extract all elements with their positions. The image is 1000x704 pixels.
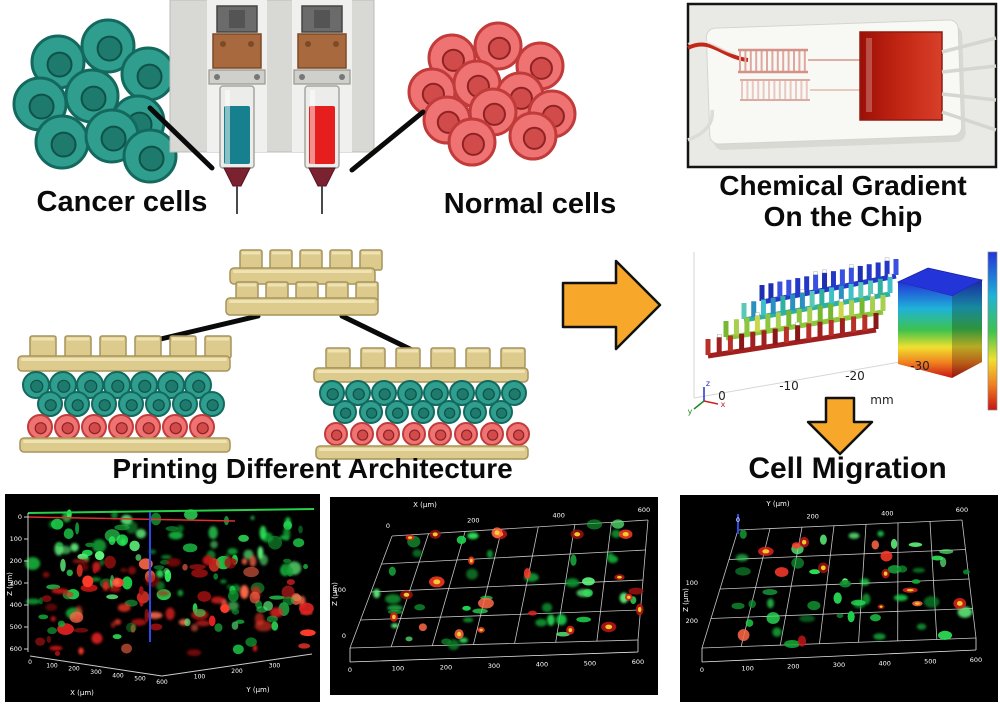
svg-text:500: 500 — [924, 658, 936, 666]
svg-text:300: 300 — [10, 579, 22, 587]
svg-text:Z (μm): Z (μm) — [331, 582, 339, 606]
chemical-gradient-label: Chemical Gradient On the Chip — [692, 170, 994, 233]
svg-text:400: 400 — [552, 511, 564, 519]
printing-architecture-label: Printing Different Architecture — [112, 453, 513, 484]
flow-arrow-right-icon — [561, 259, 662, 351]
svg-text:X (μm): X (μm) — [413, 501, 437, 509]
svg-text:x: x — [721, 400, 726, 409]
svg-text:300: 300 — [833, 661, 845, 669]
confocal-panel-left: 0 100 200 300 400 500 600 Z (μm) 0 100 200 300 400 50… — [5, 494, 320, 702]
svg-text:0: 0 — [700, 666, 704, 674]
svg-text:600: 600 — [10, 645, 22, 653]
printed-scaffold-small — [225, 249, 383, 316]
svg-text:200: 200 — [231, 668, 243, 675]
svg-text:400: 400 — [878, 659, 890, 667]
svg-text:500: 500 — [584, 659, 596, 667]
svg-text:0: 0 — [348, 666, 352, 674]
svg-text:200: 200 — [68, 666, 80, 673]
svg-text:0: 0 — [718, 389, 726, 403]
svg-text:200: 200 — [467, 517, 479, 525]
svg-text:0: 0 — [736, 516, 740, 524]
svg-text:300: 300 — [269, 663, 281, 670]
svg-text:200: 200 — [440, 663, 452, 671]
printed-scaffold-left — [17, 335, 232, 453]
svg-text:100: 100 — [10, 535, 22, 543]
svg-text:600: 600 — [638, 506, 650, 514]
svg-text:600: 600 — [970, 656, 982, 664]
cancer-cells-label: Cancer cells — [36, 186, 208, 218]
chemical-gradient-line2: On the Chip — [763, 201, 923, 233]
svg-text:300: 300 — [90, 669, 102, 676]
svg-text:-20: -20 — [845, 369, 865, 383]
svg-text:400: 400 — [112, 672, 124, 679]
svg-text:200: 200 — [686, 617, 698, 625]
svg-text:Y (μm): Y (μm) — [765, 500, 790, 508]
svg-text:0: 0 — [18, 513, 22, 521]
normal-cells-label: Normal cells — [443, 188, 617, 220]
svg-text:mm: mm — [870, 393, 893, 407]
svg-text:Z (μm): Z (μm) — [6, 572, 14, 596]
svg-text:300: 300 — [488, 662, 500, 670]
chip-photo — [686, 2, 998, 169]
normal-cells-illustration — [407, 21, 577, 167]
svg-text:200: 200 — [806, 513, 818, 521]
svg-text:X (μm): X (μm) — [70, 689, 94, 697]
svg-text:100: 100 — [46, 662, 58, 669]
comsol-simulation: 0 -10 -20 -30 mm z x y — [688, 251, 998, 416]
svg-text:100: 100 — [686, 579, 698, 587]
svg-text:100: 100 — [741, 664, 753, 672]
svg-text:400: 400 — [10, 601, 22, 609]
chemical-gradient-line1: Chemical Gradient — [719, 170, 967, 201]
confocal-panel-middle: 0 200 400 600 X (μm) 100 0 Z (μm) 0 100 200 300 400 5… — [330, 497, 658, 695]
svg-text:Y (μm): Y (μm) — [245, 686, 270, 694]
flow-arrow-down-icon — [806, 396, 874, 456]
svg-text:Z (μm): Z (μm) — [682, 588, 690, 612]
svg-text:0: 0 — [28, 659, 32, 666]
svg-text:200: 200 — [787, 663, 799, 671]
svg-text:100: 100 — [334, 586, 346, 594]
bioprinter-illustration — [169, 0, 375, 214]
svg-text:-30: -30 — [910, 359, 930, 373]
svg-text:500: 500 — [10, 623, 22, 631]
svg-text:400: 400 — [536, 661, 548, 669]
svg-text:-10: -10 — [779, 379, 799, 393]
printed-scaffold-right — [313, 347, 530, 460]
svg-text:100: 100 — [392, 665, 404, 673]
svg-text:400: 400 — [881, 509, 893, 517]
svg-text:600: 600 — [632, 658, 644, 666]
confocal-panel-right: 0 200 400 600 Y (μm) 100 200 Z (μm) 0 100 200 300 40… — [680, 495, 998, 702]
cell-migration-label: Cell Migration — [748, 452, 947, 485]
svg-text:600: 600 — [156, 679, 168, 686]
svg-text:0: 0 — [342, 632, 346, 640]
connector-lines — [145, 105, 426, 353]
svg-text:0: 0 — [386, 522, 390, 530]
cancer-cells-illustration — [12, 18, 178, 184]
svg-text:z: z — [706, 379, 710, 388]
svg-text:600: 600 — [956, 506, 968, 514]
svg-text:y: y — [688, 407, 693, 416]
svg-text:200: 200 — [10, 557, 22, 565]
svg-text:500: 500 — [134, 676, 146, 683]
svg-text:100: 100 — [194, 674, 206, 681]
